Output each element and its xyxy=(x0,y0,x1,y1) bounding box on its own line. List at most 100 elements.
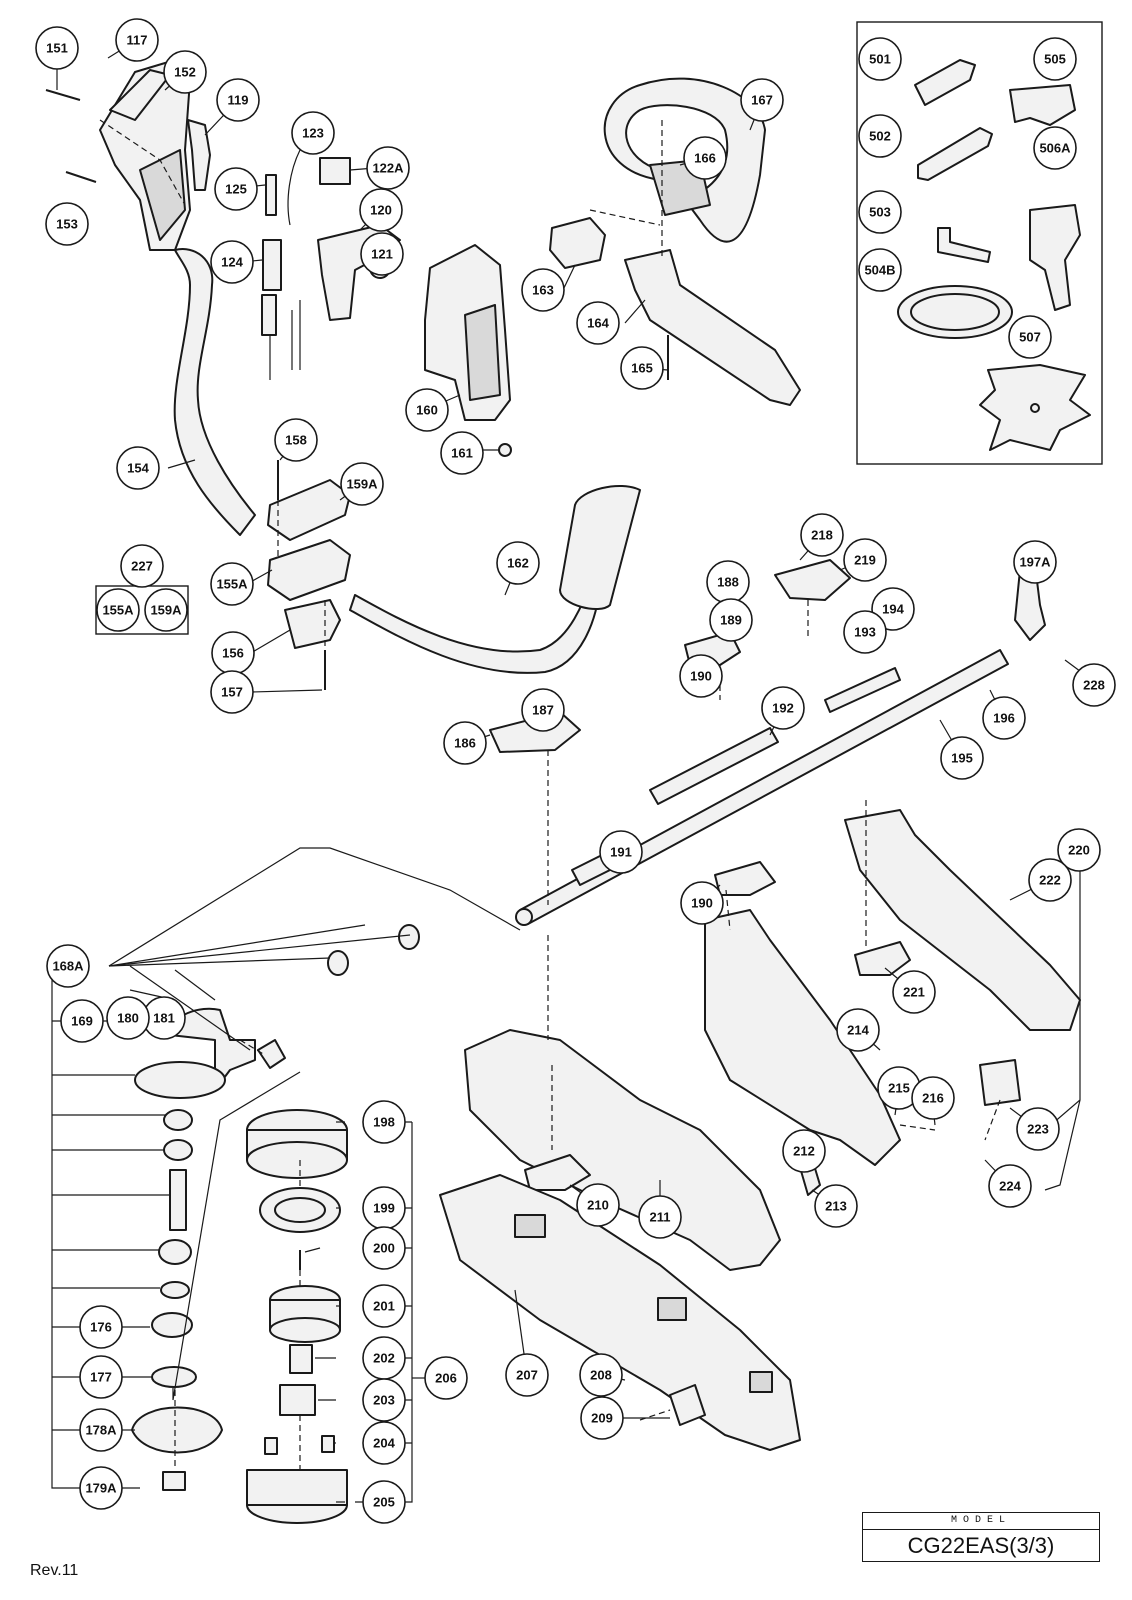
callout-text: 224 xyxy=(999,1179,1021,1194)
callout-text: 189 xyxy=(720,613,742,628)
callout-219: 219 xyxy=(843,538,887,582)
svg-text:159A: 159A xyxy=(150,603,182,618)
callout-117: 117 xyxy=(115,18,159,62)
callout-text: 162 xyxy=(507,556,529,571)
pinion xyxy=(257,1039,286,1069)
callout-text: 166 xyxy=(694,151,716,166)
callout-168A: 168A xyxy=(46,944,90,988)
callout-text: 216 xyxy=(922,1091,944,1106)
callout-177: 177 xyxy=(79,1355,123,1399)
callout-text: 165 xyxy=(631,361,653,376)
callout-154: 154 xyxy=(116,446,160,490)
kit-item-155A: 155A xyxy=(96,588,140,632)
callout-text: 163 xyxy=(532,283,554,298)
callout-181: 181 xyxy=(142,996,186,1040)
throttle-spring-parts xyxy=(261,149,301,380)
clamp-163 xyxy=(549,217,606,269)
ring-504B xyxy=(897,285,1013,339)
screw-153 xyxy=(65,171,97,183)
bearing-3 xyxy=(327,950,349,976)
accessory-callout-507: 507 xyxy=(1008,315,1052,359)
callout-211: 211 xyxy=(638,1195,682,1239)
callout-text: 167 xyxy=(751,93,773,108)
callout-text: 122A xyxy=(372,161,404,176)
bearing-2 xyxy=(158,1239,192,1265)
model-name: CG22EAS(3/3) xyxy=(907,1533,1055,1558)
callout-188: 188 xyxy=(706,560,750,604)
svg-text:504B: 504B xyxy=(864,263,895,278)
callout-199: 199 xyxy=(362,1186,406,1230)
callout-158: 158 xyxy=(274,418,318,462)
callout-text: 215 xyxy=(888,1081,910,1096)
grip-160 xyxy=(424,244,511,421)
screw-151 xyxy=(45,89,81,101)
accessory-callout-501: 501 xyxy=(858,37,902,81)
accessory-callout-502: 502 xyxy=(858,114,902,158)
callout-text: 158 xyxy=(285,433,307,448)
callout-161: 161 xyxy=(440,431,484,475)
callout-151: 151 xyxy=(35,26,79,70)
callout-123: 123 xyxy=(291,111,335,155)
callout-207: 207 xyxy=(505,1353,549,1397)
callout-198: 198 xyxy=(362,1100,406,1144)
callout-text: 168A xyxy=(52,959,84,974)
svg-text:155A: 155A xyxy=(102,603,134,618)
callout-text: 159A xyxy=(346,477,378,492)
callout-text: 221 xyxy=(903,985,925,1000)
trigger-119 xyxy=(187,119,211,191)
callout-156: 156 xyxy=(211,631,255,675)
snap-ring xyxy=(160,1281,190,1299)
svg-text:227: 227 xyxy=(131,559,153,574)
callout-178A: 178A xyxy=(79,1408,123,1452)
callout-228: 228 xyxy=(1072,663,1116,707)
knob-203 xyxy=(279,1384,316,1416)
spring-199 xyxy=(259,1187,341,1233)
callout-162: 162 xyxy=(496,541,540,585)
callout-text: 223 xyxy=(1027,1122,1049,1137)
gear-case xyxy=(134,1007,256,1099)
callout-224: 224 xyxy=(988,1164,1032,1208)
guard-222 xyxy=(844,809,1081,1031)
callout-213: 213 xyxy=(814,1184,858,1228)
callout-text: 153 xyxy=(56,217,78,232)
callout-124: 124 xyxy=(210,240,254,284)
oring xyxy=(398,924,420,950)
gear-1 xyxy=(163,1139,193,1161)
callout-text: 123 xyxy=(302,126,324,141)
callout-text: 176 xyxy=(90,1320,112,1335)
callout-193: 193 xyxy=(843,610,887,654)
callout-text: 181 xyxy=(153,1011,175,1026)
callout-210: 210 xyxy=(576,1183,620,1227)
callout-text: 196 xyxy=(993,711,1015,726)
nut-161 xyxy=(498,443,512,457)
callout-text: 124 xyxy=(221,255,243,270)
callout-text: 191 xyxy=(610,845,632,860)
callout-176: 176 xyxy=(79,1305,123,1349)
callout-text: 214 xyxy=(847,1023,869,1038)
model-box: MODEL CG22EAS(3/3) xyxy=(862,1512,1100,1562)
svg-text:502: 502 xyxy=(869,129,891,144)
callout-119: 119 xyxy=(216,78,260,122)
bearing-1 xyxy=(163,1109,193,1131)
callout-text: 190 xyxy=(691,896,713,911)
wrench-502 xyxy=(917,127,993,181)
callout-text: 210 xyxy=(587,1198,609,1213)
callout-text: 218 xyxy=(811,528,833,543)
callout-text: 187 xyxy=(532,703,554,718)
callout-text: 188 xyxy=(717,575,739,590)
callout-215: 215 xyxy=(877,1066,921,1110)
callout-125: 125 xyxy=(214,167,258,211)
tube-192 xyxy=(649,727,779,805)
sleeve-193 xyxy=(824,667,901,713)
callout-text: 209 xyxy=(591,1411,613,1426)
handle-162 xyxy=(349,485,641,674)
handle-pipe-154 xyxy=(173,248,256,536)
blade-507 xyxy=(979,364,1091,451)
accessory-callout-504B: 504B xyxy=(858,248,902,292)
callout-214: 214 xyxy=(836,1008,880,1052)
accessory-callout-503: 503 xyxy=(858,190,902,234)
callout-text: 151 xyxy=(46,41,68,56)
callout-200: 200 xyxy=(362,1226,406,1270)
callout-text: 228 xyxy=(1083,678,1105,693)
callout-202: 202 xyxy=(362,1336,406,1380)
